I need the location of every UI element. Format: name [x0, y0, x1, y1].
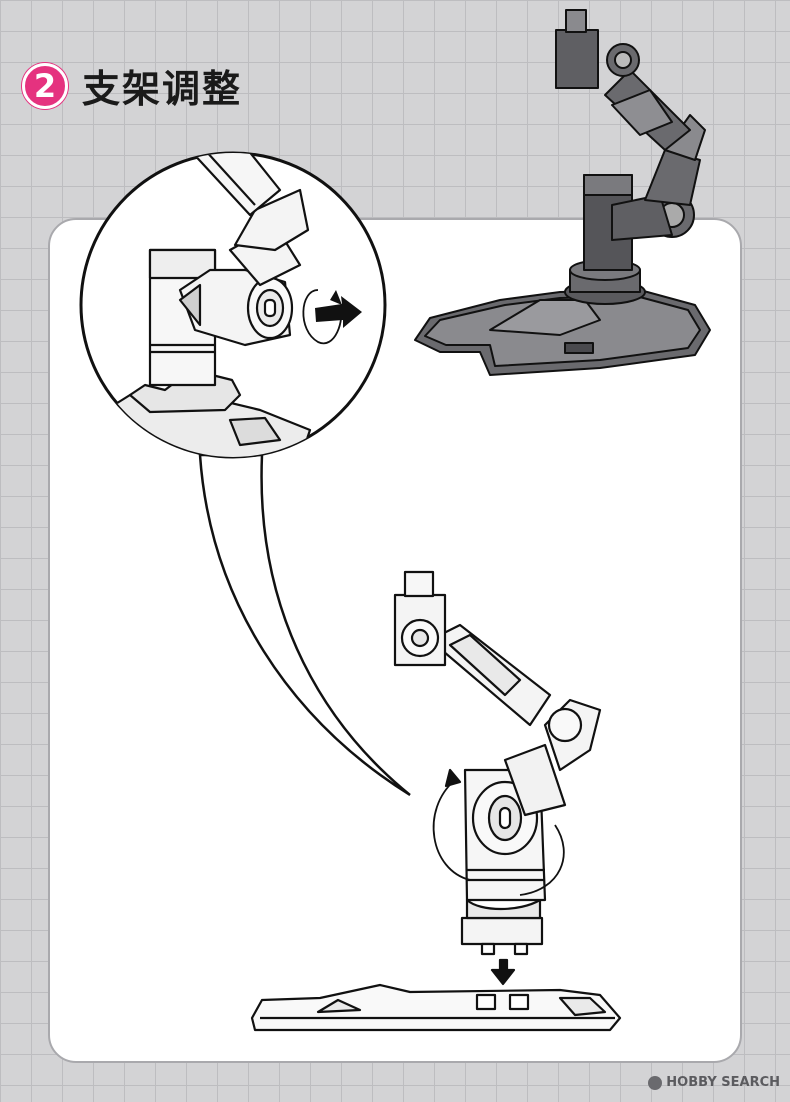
assembled-stand-illustration	[414, 9, 711, 376]
pull-arrow-icon	[315, 296, 362, 328]
insert-down-arrow-icon	[490, 958, 516, 986]
watermark-text: HOBBY SEARCH	[666, 1075, 780, 1090]
step-header: 2 支架调整	[22, 58, 242, 113]
watermark: HOBBY SEARCH	[648, 1075, 780, 1090]
step-number-badge: 2	[22, 62, 68, 109]
hobby-search-logo-icon	[648, 1075, 663, 1090]
arm-rotation-diagram	[250, 570, 622, 1032]
zoom-callout-tail	[198, 453, 411, 797]
step-title: 支架调整	[82, 67, 243, 111]
detail-zoom-circle	[79, 151, 387, 459]
